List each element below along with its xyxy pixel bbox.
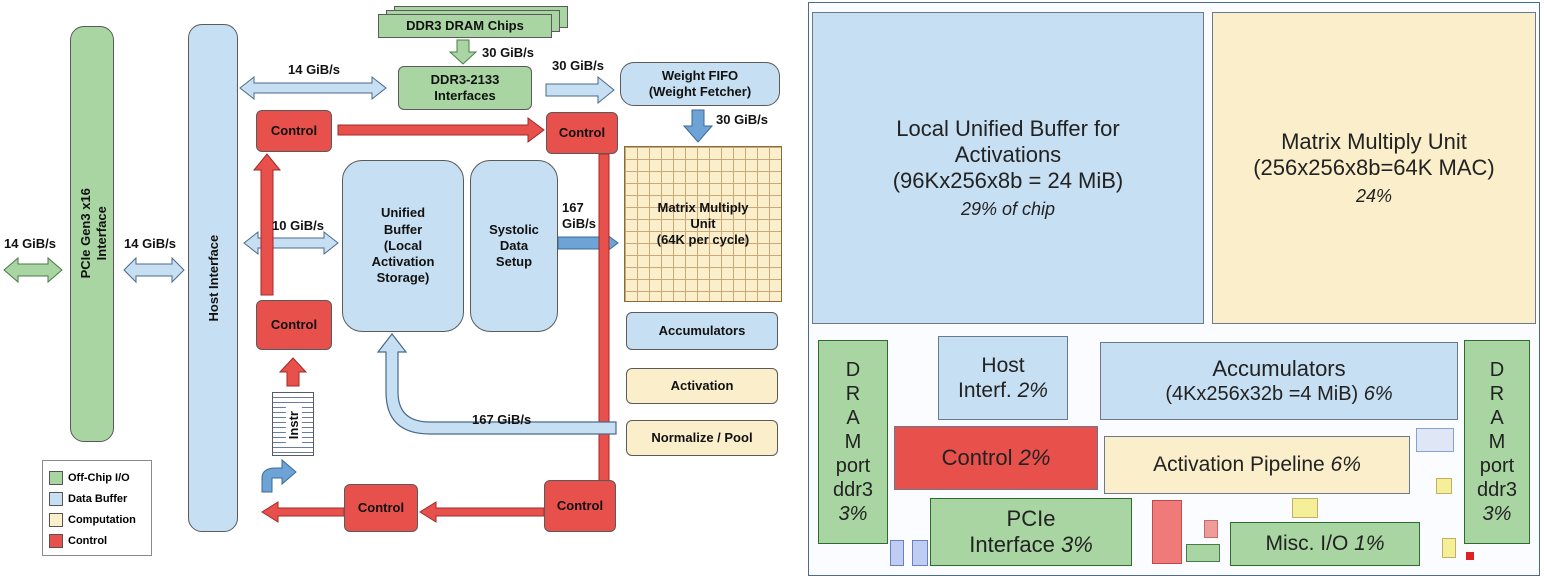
bw-sys-mmu: 167 GiB/s xyxy=(562,200,596,231)
die-acc-label: Accumulators xyxy=(1212,355,1346,381)
die-dram-right-label: D R A M port ddr3 xyxy=(1476,359,1518,501)
die-dram-left-pct: 3% xyxy=(838,503,868,525)
control-block-mid-left: Control xyxy=(256,300,332,350)
instr-label: Instr xyxy=(285,405,303,446)
systolic-data-setup-block: Systolic Data Setup xyxy=(470,160,558,332)
die-dram-port-left: D R A M port ddr3 3% xyxy=(818,340,888,544)
legend-swatch-tan xyxy=(49,512,63,527)
die-accumulators: Accumulators (4Kx256x32b =4 MiB) 6% xyxy=(1100,342,1458,420)
legend-item-ctrl: Control xyxy=(49,530,145,551)
die-matrix-multiply-unit: Matrix Multiply Unit (256x256x8b=64K MAC… xyxy=(1212,12,1536,324)
activation-block: Activation xyxy=(626,368,778,404)
die-dram-port-right: D R A M port ddr3 3% xyxy=(1464,340,1530,544)
bw-external: 14 GiB/s xyxy=(4,236,57,251)
arrow-instr-ctrl xyxy=(278,357,308,387)
arrow-external xyxy=(3,256,63,284)
arrow-fifo-mmu xyxy=(682,109,714,143)
die-detail-blue-chart xyxy=(1416,428,1454,452)
die-local-unified-buffer: Local Unified Buffer for Activations (96… xyxy=(812,12,1204,324)
die-lub-pct: 29% of chip xyxy=(960,198,1056,219)
bw-fifo-mmu: 30 GiB/s xyxy=(716,112,769,127)
bw-chips-if: 30 GiB/s xyxy=(482,45,535,60)
mmu-label: Matrix Multiply Unit (64K per cycle) xyxy=(656,199,750,248)
arrow-host-ddr xyxy=(239,75,387,101)
die-mmu-pct: 24% xyxy=(1355,185,1393,206)
die-control: Control 2% xyxy=(894,426,1098,490)
ddr-chips-block: DDR3 DRAM Chips xyxy=(378,14,552,38)
die-dram-left-label: D R A M port ddr3 xyxy=(832,359,874,501)
arrow-into-instr xyxy=(261,458,297,493)
die-misc-io: Misc. I/O 1% xyxy=(1230,522,1420,566)
control-block-bottom-mid: Control xyxy=(344,484,418,532)
normalize-pool-block: Normalize / Pool xyxy=(626,420,778,456)
arrow-ctrl-up xyxy=(252,153,282,296)
arrow-ctrl-bottom-1 xyxy=(419,501,545,523)
arrow-host-ub xyxy=(243,230,339,256)
die-activation-pipeline: Activation Pipeline 6% xyxy=(1104,436,1410,494)
matrix-multiply-unit-block: Matrix Multiply Unit (64K per cycle) xyxy=(624,146,782,302)
die-detail-red-block xyxy=(1152,500,1182,564)
control-block-top-left: Control xyxy=(256,110,332,152)
host-interface-block: Host Interface xyxy=(188,24,238,532)
die-detail-yellow-2 xyxy=(1292,498,1318,518)
arrow-ctrl-top xyxy=(337,117,545,143)
ddr-chips-label: DDR3 DRAM Chips xyxy=(406,17,524,33)
instr-queue-block: Instr xyxy=(272,392,314,456)
die-acc-sub: (4Kx256x32b =4 MiB) xyxy=(1165,383,1359,406)
unified-buffer-block: Unified Buffer (Local Activation Storage… xyxy=(342,160,464,332)
arrow-chips-if xyxy=(448,39,478,65)
control-block-bottom-right: Control xyxy=(544,480,616,532)
bw-host-ub: 10 GiB/s xyxy=(272,218,325,233)
pcie-label: PCIe Gen3 x16 Interface xyxy=(77,188,109,279)
legend-swatch-blue xyxy=(49,491,63,506)
legend-swatch-red xyxy=(49,533,63,548)
die-host-interface: Host Interf. 2% xyxy=(938,336,1068,420)
control-block-top-right: Control xyxy=(546,112,618,154)
legend-swatch-green xyxy=(49,470,63,485)
bw-if-fifo: 30 GiB/s xyxy=(552,58,605,73)
die-detail-blue-left xyxy=(890,540,904,566)
pcie-interface-block: PCIe Gen3 x16 Interface xyxy=(70,26,114,442)
die-detail-red-dot xyxy=(1466,552,1474,560)
arrow-ctrl-bottom-2 xyxy=(261,501,345,523)
die-dram-right-pct: 3% xyxy=(1482,503,1512,525)
arrow-return-ub xyxy=(376,333,617,435)
accumulators-block: Accumulators xyxy=(626,312,778,350)
die-detail-yellow-3 xyxy=(1442,538,1456,558)
die-acc-pct: 6% xyxy=(1363,383,1393,406)
ddr-interfaces-block: DDR3-2133 Interfaces xyxy=(398,66,532,110)
die-detail-small-red xyxy=(1204,520,1218,538)
legend-item-databuf: Data Buffer xyxy=(49,488,145,509)
host-interface-label: Host Interface xyxy=(205,234,221,322)
bw-host-ddr: 14 GiB/s xyxy=(288,62,341,77)
legend: Off-Chip I/O Data Buffer Computation Con… xyxy=(42,460,152,556)
die-detail-yellow-1 xyxy=(1436,478,1452,494)
die-detail-green-small xyxy=(1186,544,1220,562)
die-mmu-label: Matrix Multiply Unit (256x256x8b=64K MAC… xyxy=(1253,128,1495,181)
arrow-pcie-host xyxy=(123,256,185,284)
bw-pcie-host: 14 GiB/s xyxy=(124,236,177,251)
die-detail-blue-left-2 xyxy=(912,540,928,566)
legend-item-offchip: Off-Chip I/O xyxy=(49,467,145,488)
die-pcie-interface: PCIe Interface 3% xyxy=(930,498,1132,566)
arrow-if-fifo xyxy=(545,75,615,105)
weight-fifo-block: Weight FIFO (Weight Fetcher) xyxy=(620,62,780,106)
bw-return: 167 GiB/s xyxy=(472,412,532,427)
block-diagram-arrows xyxy=(3,39,714,523)
legend-item-comp: Computation xyxy=(49,509,145,530)
die-lub-label: Local Unified Buffer for Activations (96… xyxy=(892,115,1124,194)
